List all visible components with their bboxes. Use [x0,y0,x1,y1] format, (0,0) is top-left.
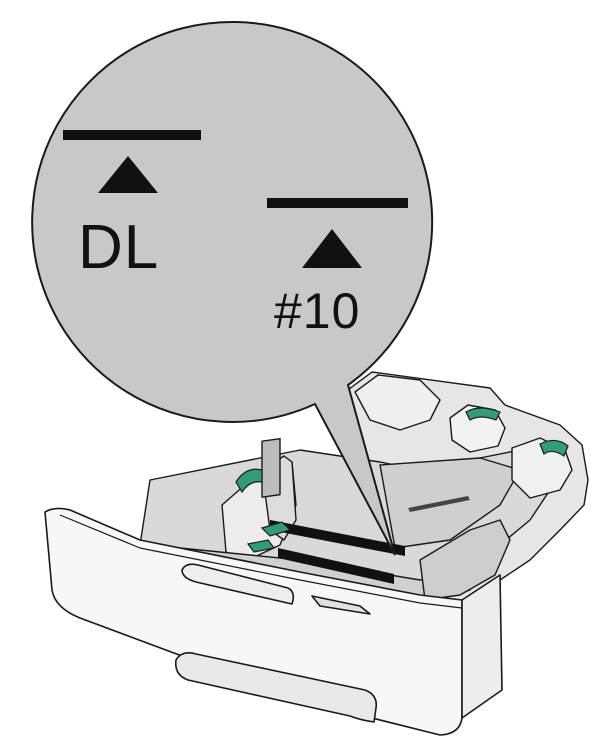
right-end-cap [461,574,503,719]
no10-marker-line [267,198,408,208]
scale-bar-far [408,496,470,512]
tray-top-grip [181,563,295,605]
tray-front-top-edge [59,514,463,609]
scale-bars [270,496,470,584]
tray-front [44,507,503,736]
scale-bar-upper [270,520,405,556]
green-latch-left-guide [235,468,263,494]
green-latch-left-lower-2 [246,539,276,553]
dl-marker [63,130,201,193]
rear-guide-block [354,374,441,431]
green-latch-right [539,439,569,457]
callout-bubble [31,20,434,556]
green-latch-rear [465,407,501,421]
dl-label: DL [78,213,160,282]
green-latches [235,407,569,553]
lip-detail-right [311,595,371,615]
no10-marker [267,198,408,268]
tray-handle[interactable] [174,652,378,723]
green-latch-left-lower-1 [260,521,292,537]
scale-bar-lower [278,548,394,584]
dl-marker-line [63,130,201,140]
dl-marker-triangle [98,156,158,193]
no10-marker-triangle [302,229,362,268]
guide-slot [261,437,281,498]
tray-front-panel [44,507,463,736]
no10-label: #10 [274,283,361,339]
